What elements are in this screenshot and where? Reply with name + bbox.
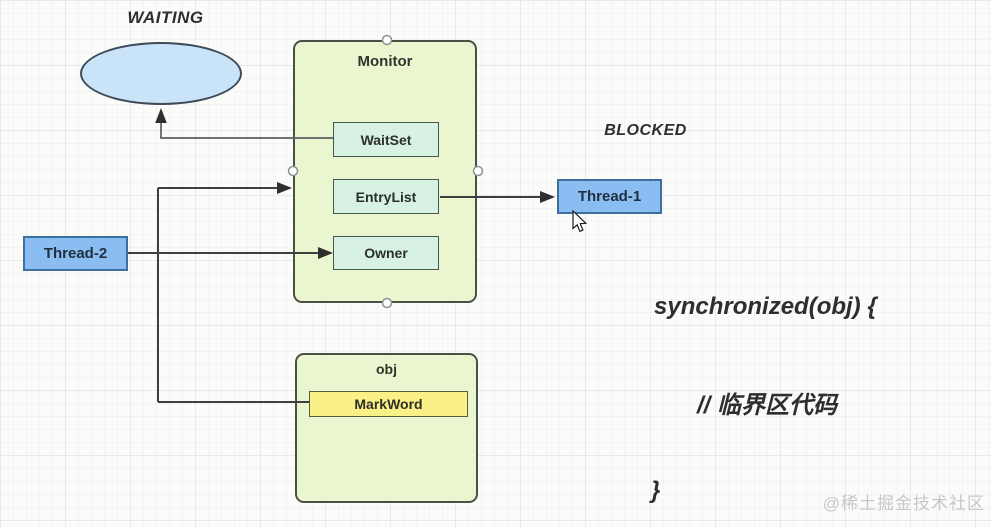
owner-node[interactable]: Owner <box>333 236 439 270</box>
arrowhead-right-monitor <box>277 182 292 194</box>
thread-2-label: Thread-2 <box>43 245 108 262</box>
code-line-comment: // 临界区代码 <box>697 392 838 419</box>
waitset-node[interactable]: WaitSet <box>333 122 439 157</box>
code-line-sync: synchronized(obj) { <box>654 293 877 320</box>
thread-1-node[interactable]: Thread-1 <box>557 179 662 214</box>
arrowhead-right-thread1 <box>540 191 555 203</box>
obj-title: obj <box>376 361 397 377</box>
thread-2-node[interactable]: Thread-2 <box>23 236 128 271</box>
arrowhead-up-waiting <box>155 108 167 123</box>
waiting-state-label: WAITING <box>127 8 204 27</box>
waitset-label: WaitSet <box>360 131 412 148</box>
entrylist-node[interactable]: EntryList <box>333 179 439 214</box>
blocked-state-label: BLOCKED <box>604 122 687 139</box>
markword-node[interactable]: MarkWord <box>309 391 468 417</box>
owner-label: Owner <box>364 245 408 261</box>
obj-node[interactable]: obj MarkWord <box>295 353 478 503</box>
watermark: @稀土掘金技术社区 <box>822 494 985 513</box>
code-line-close-brace: } <box>651 477 661 504</box>
wait-state-ellipse[interactable] <box>80 42 242 105</box>
entrylist-label: EntryList <box>355 188 417 205</box>
mouse-cursor-icon <box>572 209 588 233</box>
monitor-title: Monitor <box>357 53 413 70</box>
markword-label: MarkWord <box>354 396 423 412</box>
monitor-node[interactable]: Monitor WaitSet EntryList Owner <box>293 40 477 303</box>
thread-1-label: Thread-1 <box>577 188 642 205</box>
